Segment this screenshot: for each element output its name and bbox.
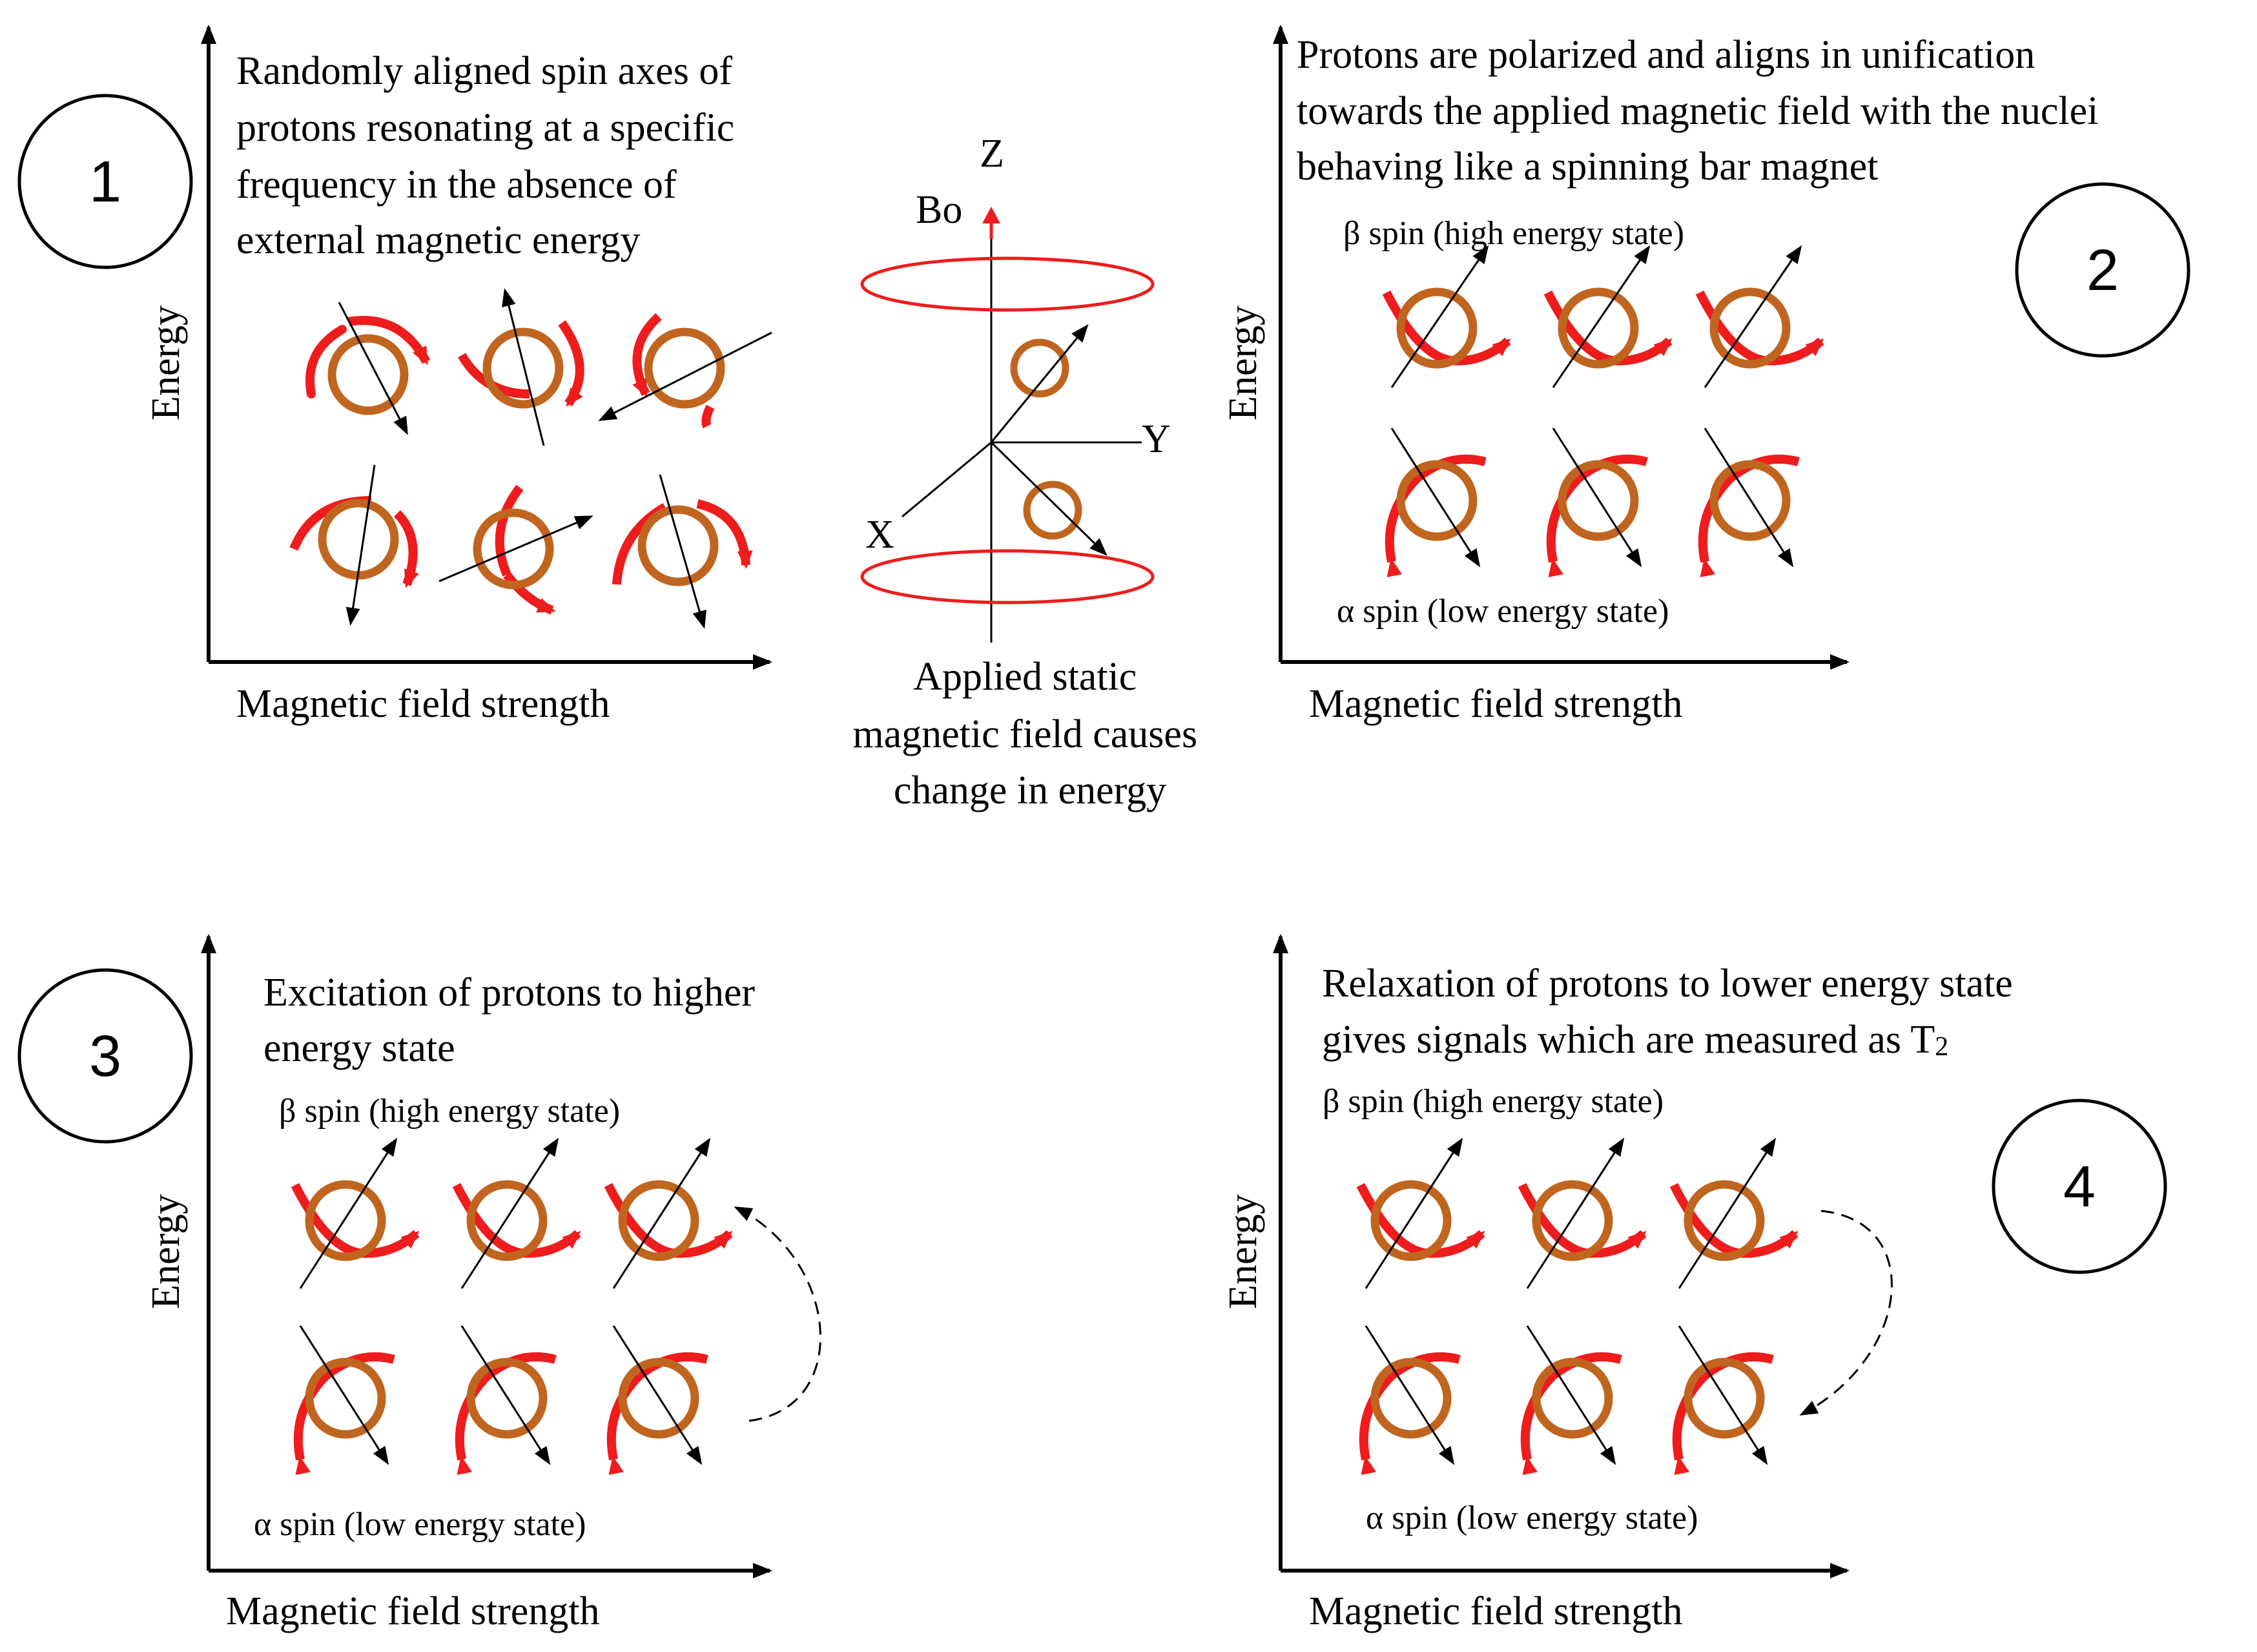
bottom-coil	[860, 549, 1155, 604]
panel3-number-circle	[17, 968, 193, 1144]
panel1-number-circle	[17, 94, 193, 269]
panel3-description: Excitation of protons to higher energy s…	[263, 971, 765, 1070]
x-axis-label: X	[865, 513, 894, 557]
panel2-beta-protons	[1382, 245, 1824, 388]
panel2-beta-proton-2	[1543, 245, 1673, 388]
panel4-beta-protons	[1356, 1137, 1798, 1289]
panel4-number-circle	[1992, 1099, 2167, 1274]
z-label: Z	[980, 132, 1004, 176]
panel3-beta-protons	[291, 1137, 733, 1289]
panel3-beta-proton-1	[291, 1137, 420, 1289]
field-label: Bo	[916, 188, 962, 232]
panel2-number: 2	[2087, 238, 2119, 303]
panel4-alpha-label: α spin (low energy state)	[1366, 1500, 1698, 1536]
panel1-proton-1	[305, 302, 431, 435]
panel2-alpha-proton-1	[1385, 428, 1487, 577]
panel1-description: Randomly aligned spin axes of protons re…	[236, 49, 745, 262]
panel2-alpha-protons	[1385, 428, 1800, 577]
panel1-proton-2	[457, 288, 584, 446]
panel3-alpha-proton-3	[606, 1325, 708, 1475]
panel3-beta-proton-3	[604, 1137, 733, 1289]
panel4-beta-label: β spin (high energy state)	[1323, 1083, 1664, 1120]
panel3-beta-proton-2	[452, 1137, 581, 1289]
top-coil	[860, 256, 1155, 312]
panel1-proton-6	[612, 474, 753, 629]
panel2-beta-proton-3	[1695, 245, 1824, 388]
panel4-relaxation-arrow	[1799, 1210, 1893, 1416]
panel1-y-label: Energy	[144, 305, 188, 420]
x-axis	[902, 441, 992, 518]
panel1-proton-4	[289, 464, 419, 626]
panel1-proton-5	[438, 484, 593, 615]
panel-1: Energy Magnetic field strength 1 Randoml…	[17, 25, 772, 726]
panel3-alpha-label: α spin (low energy state)	[254, 1506, 586, 1543]
panel2-number-circle	[2015, 182, 2190, 358]
panel4-beta-proton-2	[1518, 1137, 1647, 1289]
spin-down-proton	[1023, 480, 1082, 540]
panel4-description-line2: gives signals which are measured as T2	[1322, 1018, 1948, 1062]
panel3-alpha-protons	[293, 1325, 708, 1475]
panel2-beta-proton-1	[1382, 245, 1511, 388]
panel4-description-line1: Relaxation of protons to lower energy st…	[1322, 962, 2013, 1006]
panel3-x-label: Magnetic field strength	[226, 1589, 600, 1633]
spin-down-vector	[990, 441, 1108, 556]
y-axis-label: Y	[1142, 417, 1171, 461]
panel2-y-label: Energy	[1221, 305, 1265, 420]
panel3-alpha-proton-1	[293, 1325, 395, 1475]
panel3-y-label: Energy	[144, 1194, 188, 1309]
panel1-x-label: Magnetic field strength	[236, 682, 610, 726]
panel-3: Energy Magnetic field strength 3 Excitat…	[17, 934, 821, 1633]
panel4-alpha-proton-1	[1359, 1325, 1461, 1475]
panel-2: Energy Magnetic field strength 2 Protons…	[1221, 25, 2190, 726]
panel4-alpha-protons	[1359, 1325, 1774, 1475]
panel4-alpha-proton-3	[1672, 1325, 1774, 1475]
panel1-number: 1	[89, 150, 121, 214]
panel3-alpha-proton-2	[455, 1325, 557, 1475]
center-caption: Applied static magnetic field causes cha…	[852, 655, 1207, 812]
panel1-proton-3	[598, 313, 772, 429]
panel2-alpha-proton-3	[1698, 428, 1800, 577]
panel4-beta-proton-1	[1356, 1137, 1485, 1289]
panel4-beta-proton-3	[1669, 1137, 1798, 1289]
panel4-alpha-proton-2	[1520, 1325, 1622, 1475]
panel4-number: 4	[2063, 1155, 2096, 1219]
panel2-x-label: Magnetic field strength	[1309, 682, 1683, 726]
panel3-beta-label: β spin (high energy state)	[279, 1093, 620, 1130]
panel3-number: 3	[89, 1024, 121, 1089]
panel3-excitation-arrow	[734, 1206, 821, 1422]
spin-up-proton	[1010, 338, 1069, 398]
panel4-x-label: Magnetic field strength	[1309, 1589, 1683, 1633]
center-field-diagram: Z Bo Y X Applied static magnetic field c…	[852, 132, 1207, 812]
panel4-y-label: Energy	[1221, 1194, 1265, 1309]
panel2-alpha-proton-2	[1546, 428, 1648, 577]
panel2-alpha-label: α spin (low energy state)	[1337, 593, 1669, 630]
panel-4: Energy Magnetic field strength 4 Relaxat…	[1221, 934, 2167, 1633]
panel2-beta-label: β spin (high energy state)	[1343, 215, 1684, 252]
spin-up-vector	[990, 324, 1089, 443]
panel2-description: Protons are polarized and aligns in unif…	[1297, 33, 2108, 189]
